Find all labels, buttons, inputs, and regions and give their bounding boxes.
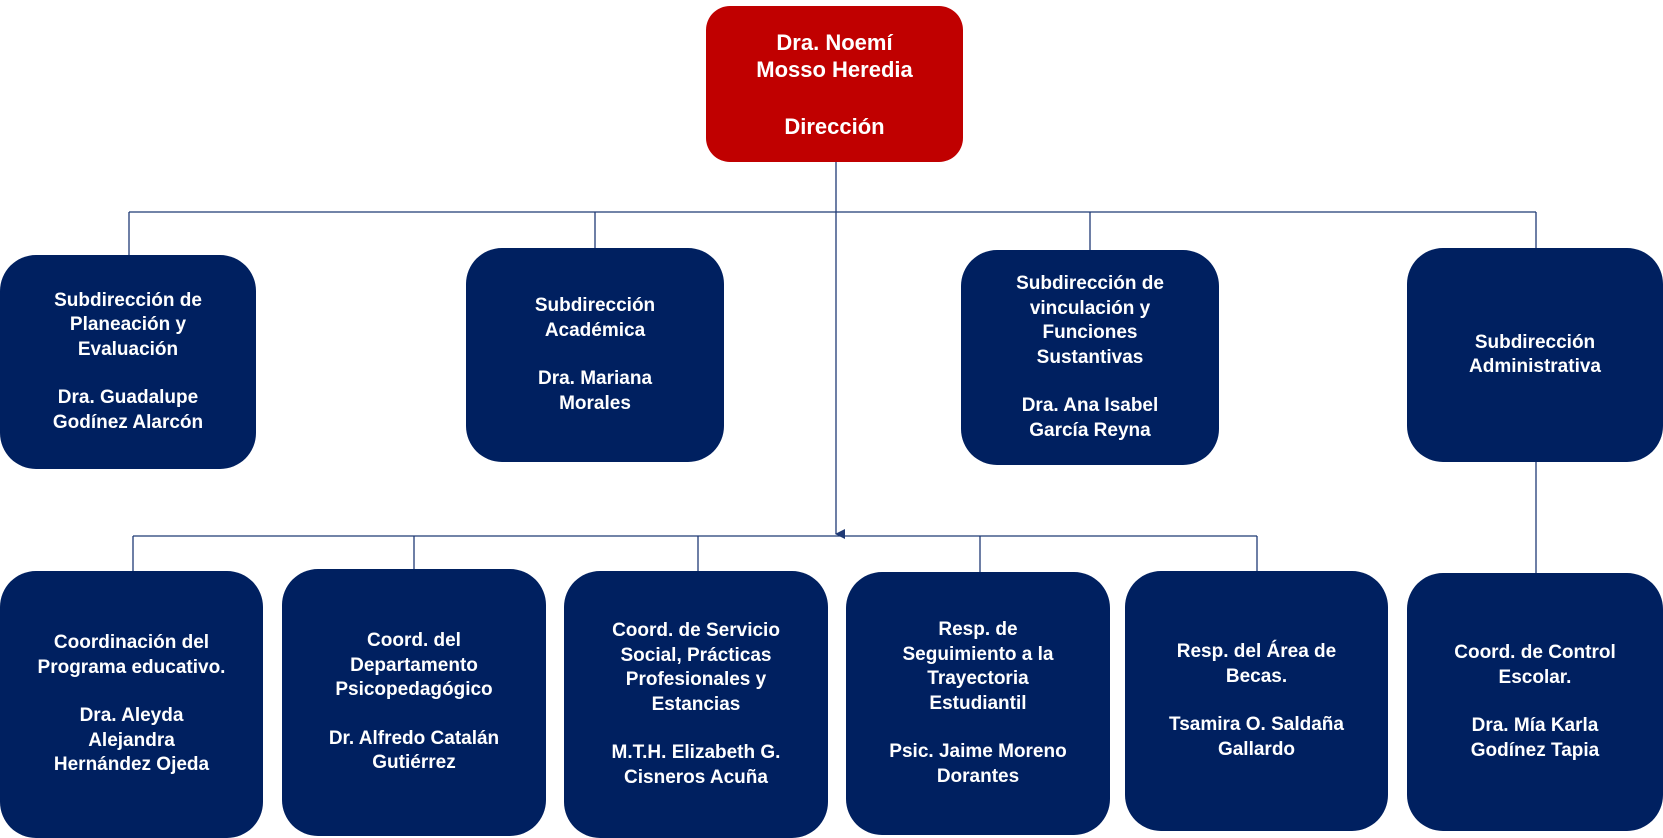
coordination-box-psicopedagogico: Coord. del Departamento Psicopedagógico … xyxy=(282,569,546,836)
coordination-title: Coordinación del Programa educativo. xyxy=(37,632,226,678)
coordination-person: Psic. Jaime Moreno Dorantes xyxy=(889,741,1067,787)
director-name: Dra. Noemí Mosso Heredia xyxy=(756,29,913,82)
director-role: Dirección xyxy=(784,113,885,139)
coordination-box-control-escolar: Coord. de Control Escolar. Dra. Mía Karl… xyxy=(1407,573,1663,831)
coordination-title: Resp. del Área de Becas. xyxy=(1176,641,1337,687)
coordination-title: Coord. de Control Escolar. xyxy=(1454,642,1616,688)
subdirection-person: Dra. Guadalupe Godínez Alarcón xyxy=(52,387,204,433)
coordination-person: M.T.H. Elizabeth G. Cisneros Acuña xyxy=(611,742,781,788)
subdirection-box-vinculacion: Subdirección de vinculación y Funciones … xyxy=(961,250,1219,465)
subdirection-title: Subdirección Administrativa xyxy=(1469,331,1601,378)
coordination-person: Dra. Mía Karla Godínez Tapia xyxy=(1470,715,1600,761)
subdirection-box-administrativa: Subdirección Administrativa xyxy=(1407,248,1663,462)
subdirection-box-academica: Subdirección Académica Dra. Mariana Mora… xyxy=(466,248,724,462)
coordination-title: Resp. de Seguimiento a la Trayectoria Es… xyxy=(902,619,1054,714)
coordination-box-becas: Resp. del Área de Becas. Tsamira O. Sald… xyxy=(1125,571,1388,831)
coordination-box-trayectoria: Resp. de Seguimiento a la Trayectoria Es… xyxy=(846,572,1110,835)
coordination-box-programa-educativo: Coordinación del Programa educativo. Dra… xyxy=(0,571,263,838)
director-box: Dra. Noemí Mosso Heredia Dirección xyxy=(706,6,963,162)
subdirection-title: Subdirección Académica xyxy=(534,295,656,341)
subdirection-box-planeacion: Subdirección de Planeación y Evaluación … xyxy=(0,255,256,469)
coordination-title: Coord. del Departamento Psicopedagógico xyxy=(335,630,493,701)
coordination-box-servicio-social: Coord. de Servicio Social, Prácticas Pro… xyxy=(564,571,828,838)
coordination-person: Dr. Alfredo Catalán Gutiérrez xyxy=(328,727,500,774)
coordination-person: Dra. Aleyda Alejandra Hernández Ojeda xyxy=(53,705,210,776)
subdirection-title: Subdirección de vinculación y Funciones … xyxy=(1016,273,1164,368)
subdirection-person: Dra. Ana Isabel García Reyna xyxy=(1021,395,1159,441)
subdirection-title: Subdirección de Planeación y Evaluación xyxy=(54,289,202,360)
coordination-person: Tsamira O. Saldaña Gallardo xyxy=(1169,714,1344,760)
coordination-title: Coord. de Servicio Social, Prácticas Pro… xyxy=(612,620,780,715)
subdirection-person: Dra. Mariana Morales xyxy=(537,368,653,414)
